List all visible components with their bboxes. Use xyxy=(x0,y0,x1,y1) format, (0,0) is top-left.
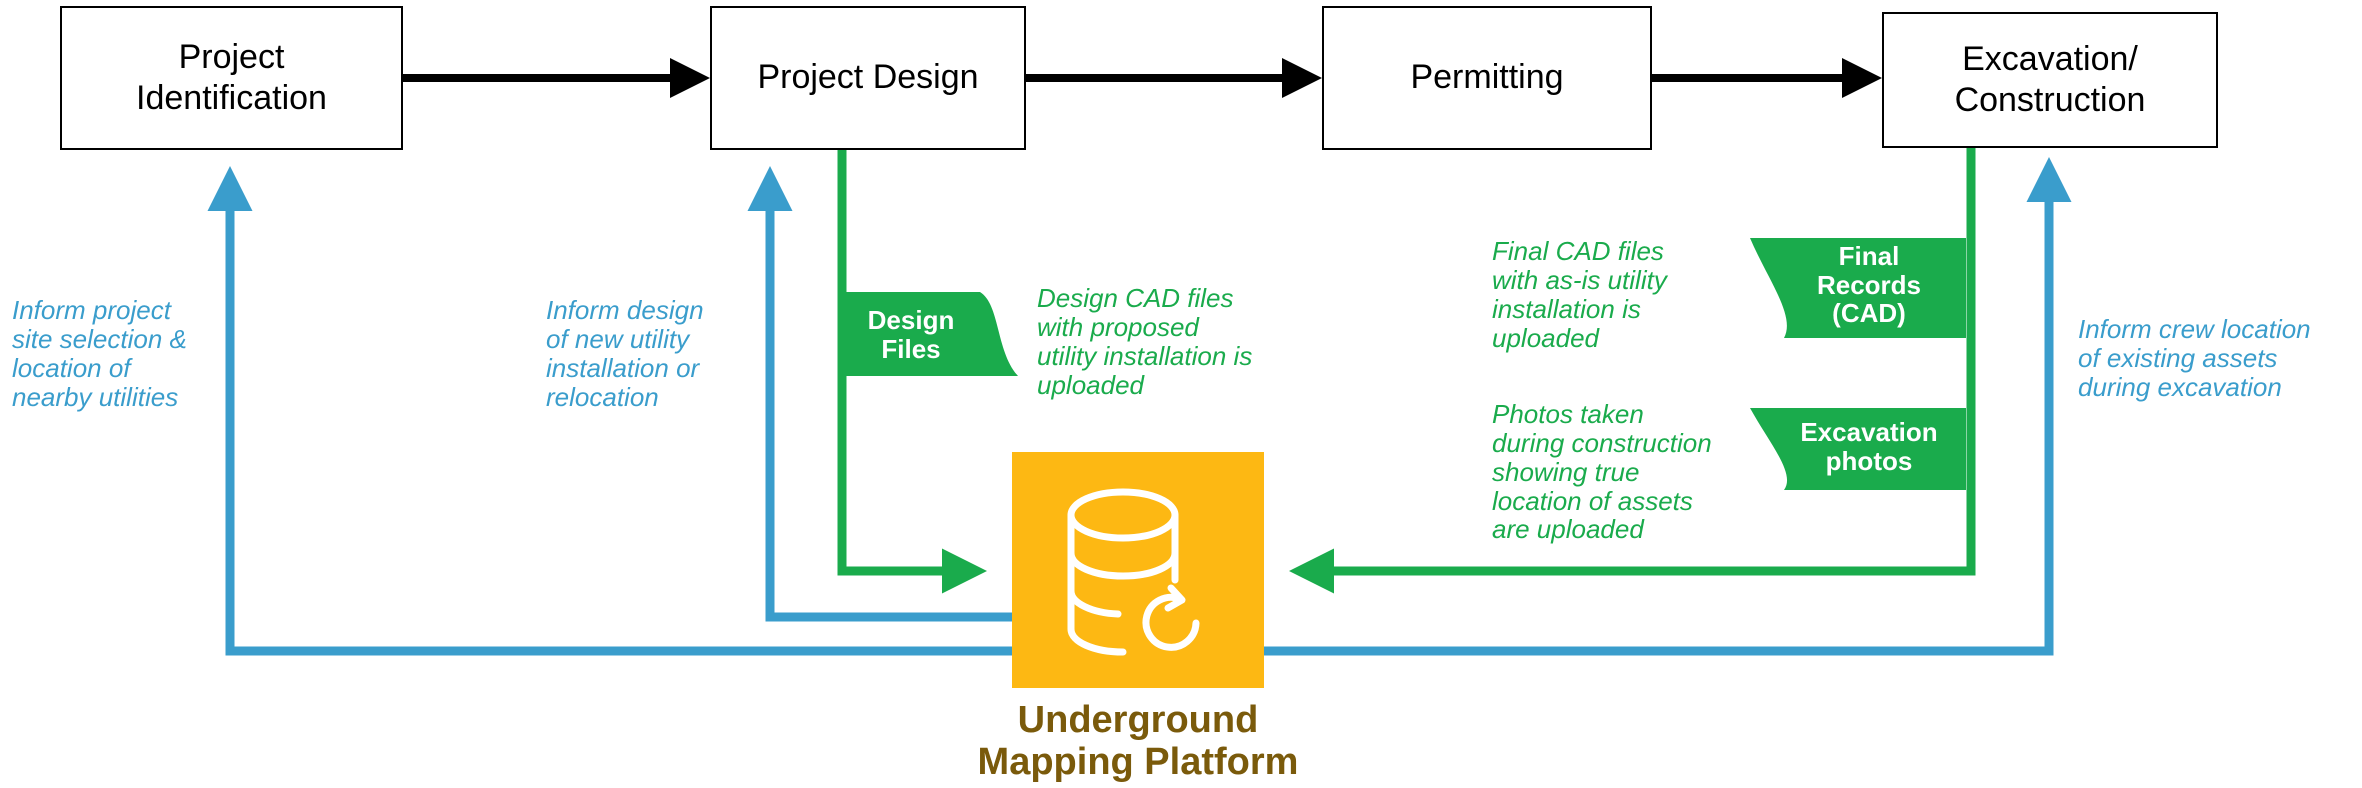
stage-permitting: Permitting xyxy=(1322,6,1652,150)
platform-label: Underground Mapping Platform xyxy=(977,699,1299,783)
stage-excavation-construction: Excavation/ Construction xyxy=(1882,12,2218,148)
stage-project-identification: Project Identification xyxy=(60,6,403,150)
note-inform-site-selection: Inform project site selection & location… xyxy=(12,295,187,412)
stage-label-identification: Project Identification xyxy=(136,37,327,117)
inform-design-flow xyxy=(747,166,1014,622)
design-files-label: Design Files xyxy=(867,305,955,364)
note-photos-upload: Photos taken during construction showing… xyxy=(1492,399,1712,545)
inform-site-flow xyxy=(207,166,1014,656)
final-records-label: Final Records (CAD) xyxy=(1816,241,1922,329)
inform-crew-flow xyxy=(1262,157,2072,656)
database-sync-icon xyxy=(1067,488,1200,656)
construction-upload-flow xyxy=(1289,148,1976,594)
excavation-photos-tag xyxy=(1750,408,1966,490)
note-final-cad-upload: Final CAD files with as-is utility insta… xyxy=(1492,236,1667,353)
excavation-photos-label: Excavation photos xyxy=(1800,417,1938,476)
stage-label-design: Project Design xyxy=(757,58,979,97)
underground-mapping-platform xyxy=(1012,452,1264,688)
design-upload-flow xyxy=(837,150,987,594)
stage-project-design: Project Design xyxy=(710,6,1026,150)
stage-label-construction: Excavation/ Construction xyxy=(1954,39,2146,119)
final-records-tag xyxy=(1750,238,1966,338)
note-design-cad-upload: Design CAD files with proposed utility i… xyxy=(1037,283,1253,400)
stage-label-permitting: Permitting xyxy=(1410,58,1564,97)
note-inform-crew: Inform crew location of existing assets … xyxy=(2078,314,2311,402)
design-files-tag xyxy=(846,292,1018,376)
note-inform-design: Inform design of new utility installatio… xyxy=(546,295,704,412)
